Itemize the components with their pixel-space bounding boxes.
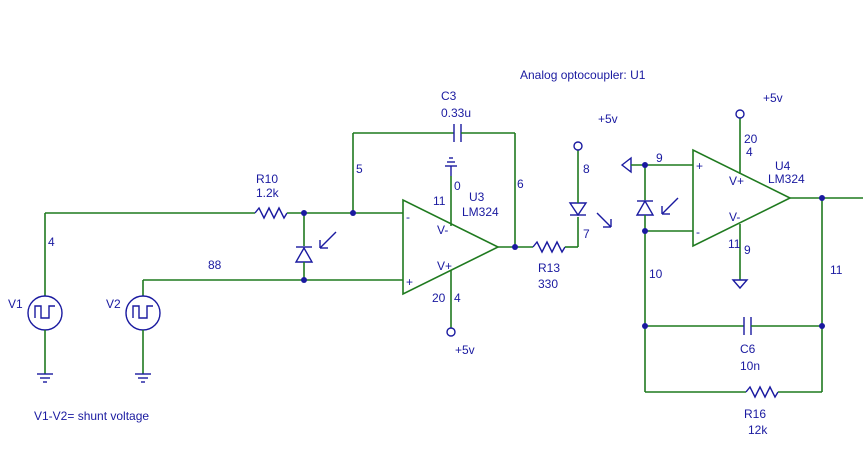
u3-supply-label: +5v xyxy=(455,343,475,357)
supply-terminal-led xyxy=(573,141,583,151)
u4-ref: U4 xyxy=(775,159,791,173)
light-arrow-icon-u1c xyxy=(661,197,679,215)
photodiode-u1c xyxy=(635,165,655,231)
ground-symbol-v2 xyxy=(135,373,151,383)
u3-vminus: V- xyxy=(437,223,448,237)
led-supply-label: +5v xyxy=(598,112,618,126)
c6-ref: C6 xyxy=(740,342,756,356)
ground-arrow-down-icon xyxy=(731,279,749,290)
resistor-r10 xyxy=(254,206,288,220)
supply-terminal-u4 xyxy=(735,109,745,119)
r16-ref: R16 xyxy=(744,407,766,421)
resistor-r13 xyxy=(532,240,566,254)
r13-value: 330 xyxy=(538,277,558,291)
v1-label: V1 xyxy=(8,297,23,311)
u4-pin-pos: + xyxy=(696,159,703,173)
light-arrow-icon-u1a xyxy=(319,231,337,249)
node-label-11-u3: 11 xyxy=(433,194,446,208)
node-label-6: 6 xyxy=(517,177,524,191)
r10-value: 1.2k xyxy=(256,186,280,200)
node-label-5: 5 xyxy=(356,162,363,176)
node-label-7: 7 xyxy=(583,227,590,241)
node-label-0: 0 xyxy=(454,179,461,193)
photodiode-u1a xyxy=(294,213,314,280)
ground-arrow-left-icon xyxy=(620,156,632,174)
v2-voltage-source xyxy=(125,280,161,374)
r10-ref: R10 xyxy=(256,172,278,186)
r16-value: 12k xyxy=(748,423,768,437)
node-label-9-u4: 9 xyxy=(744,243,751,257)
node-label-8: 8 xyxy=(583,162,590,176)
node-label-9-in: 9 xyxy=(656,151,663,165)
node-label-10: 10 xyxy=(649,267,663,281)
node-label-20-u3: 20 xyxy=(432,291,446,305)
optocoupler-annotation: Analog optocoupler: U1 xyxy=(520,68,646,82)
node-label-11-out: 11 xyxy=(830,263,843,277)
resistor-r16 xyxy=(745,385,779,399)
r13-ref: R13 xyxy=(538,261,560,275)
ground-symbol-v1 xyxy=(37,373,53,383)
u3-part: LM324 xyxy=(462,205,499,219)
v1-voltage-source xyxy=(27,213,63,374)
u3-pin-neg: - xyxy=(406,210,410,224)
node-label-4: 4 xyxy=(48,235,55,249)
node-label-4-u3: 4 xyxy=(454,291,461,305)
u3-pin-pos: + xyxy=(406,275,413,289)
node-label-88: 88 xyxy=(208,258,222,272)
u4-supply-label: +5v xyxy=(763,91,783,105)
junction-dots xyxy=(301,162,825,329)
c3-value: 0.33u xyxy=(441,106,471,120)
node-label-4-u4: 4 xyxy=(746,145,753,159)
node-label-20-u4: 20 xyxy=(744,132,758,146)
u4-part: LM324 xyxy=(768,172,805,186)
supply-terminal-u3 xyxy=(446,327,456,337)
u4-vplus: V+ xyxy=(729,174,744,188)
c3-ref: C3 xyxy=(441,89,457,103)
opamp-u4: + - V+ V- xyxy=(692,148,792,248)
u4-pin-neg: - xyxy=(696,225,700,239)
light-emit-arrow-icon xyxy=(596,212,612,228)
capacitor-c6 xyxy=(743,317,752,335)
shunt-voltage-note: V1-V2= shunt voltage xyxy=(34,409,149,423)
led-u1b xyxy=(568,202,588,217)
u4-vminus: V- xyxy=(729,210,740,224)
u3-vplus: V+ xyxy=(437,259,452,273)
node-label-11-u4: 11 xyxy=(728,237,741,251)
ground-symbol-u3 xyxy=(445,157,457,176)
u3-ref: U3 xyxy=(469,190,485,204)
v2-label: V2 xyxy=(106,297,121,311)
capacitor-c3 xyxy=(453,124,462,142)
c6-value: 10n xyxy=(740,359,760,373)
